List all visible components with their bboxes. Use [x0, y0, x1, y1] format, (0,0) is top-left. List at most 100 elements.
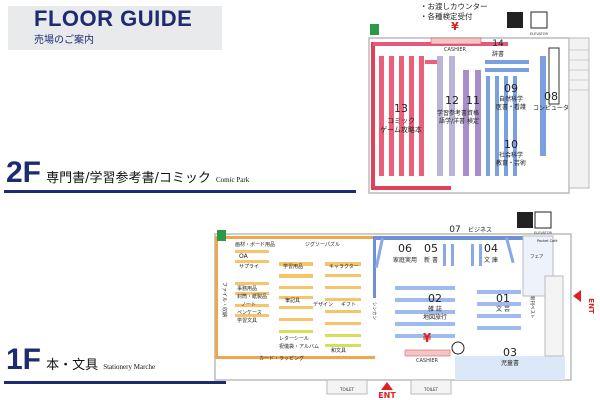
- children-area: [455, 356, 565, 380]
- area-02-num: 02: [428, 292, 442, 305]
- floor2-label-group: 2F 専門書/学習参考書/コミック Comic Park: [6, 156, 249, 190]
- area-09-name1: 自然科学: [499, 95, 523, 103]
- toilet-right: [410, 379, 452, 395]
- toilet-label-left: TOILET: [339, 387, 355, 392]
- floor1-label-group: 1F 本・文具 Stationery Marche: [6, 343, 155, 377]
- area-09-num: 09: [504, 82, 518, 95]
- floor1-area-labels: 07 ビジネス 06 家庭実用 05 新 書 04 文 庫 02 雑 誌 地図旅…: [393, 225, 519, 367]
- yen-icon-1f: ¥: [423, 331, 432, 345]
- area-04-num: 04: [484, 242, 498, 255]
- area-11-name1: 資格: [467, 109, 479, 117]
- stationery-album: 祝儀袋・アルバム: [279, 343, 319, 350]
- emergency-exit-icon: [370, 24, 379, 35]
- stationery-labels: 画材・ボード用品 ジグソーパズル OA サプライ 学習用品 キャラクター 事務用…: [221, 241, 359, 362]
- floor1-underline: [4, 381, 226, 384]
- book-shelves-top: [374, 237, 515, 268]
- pocket-cafe-label: Pocket Café: [537, 239, 558, 243]
- stationery-study: 学習用品: [283, 263, 303, 270]
- science-shelves: [486, 76, 517, 176]
- stationery-file: ファイル・収納: [221, 282, 228, 317]
- floor2-stairs: [568, 37, 590, 189]
- floor2-area-labels: 13 コミック ゲーム攻略本 12 学習参考書 語学/洋書 11 資格 検定 0…: [380, 39, 569, 167]
- stairs-1f: [544, 275, 564, 357]
- area-09-name2: 医書・看護: [496, 103, 526, 111]
- elevator-label-2f: ELEVATOR: [530, 32, 549, 36]
- restroom-icon: [507, 12, 523, 28]
- note-1: ・お渡しカウンター: [420, 1, 488, 11]
- comic-wall-shelf: [371, 42, 375, 190]
- area-05-name1: 新 書: [424, 256, 438, 264]
- stationery-envelope: 封筒・紙製品: [237, 293, 267, 300]
- comic-shelves: [379, 56, 424, 176]
- stationery-bottom-shelf: [215, 356, 375, 359]
- cashier-label-2f: CASHIER: [444, 47, 466, 53]
- area-10-name1: 社会科学: [499, 151, 523, 159]
- floor1-english: Stationery Marche: [103, 363, 156, 371]
- floor2-map: ¥ CASHIER ・お渡しカウンター ・各種検定受付 ELEVATOR 13 …: [368, 1, 590, 194]
- floor2-description: 専門書/学習参考書/コミック: [46, 171, 211, 186]
- floor1-map: ¥ CASHIER ELEVATOR TOILET TOILET ENT ENT…: [214, 211, 595, 400]
- entrance-arrow-right: [573, 290, 581, 302]
- restroom-icon-1f: [517, 212, 533, 228]
- computer-shelf: [540, 56, 546, 156]
- floor2-english: Comic Park: [215, 176, 250, 184]
- stationery-pencase: ペンケース: [237, 309, 262, 316]
- cashier-1f: [404, 349, 451, 357]
- info-icon: [451, 341, 465, 355]
- area-10-name2: 教育・芸術: [496, 159, 526, 167]
- floor2-underline: [4, 190, 356, 193]
- page-title: FLOOR GUIDE: [34, 6, 193, 31]
- stationery-green-shelves: [279, 330, 361, 347]
- ent-label-bottom: ENT: [378, 391, 396, 400]
- area-08-num: 08: [544, 90, 558, 103]
- page-subtitle: 売場のご案内: [34, 35, 94, 46]
- stationery-character: キャラクター: [329, 263, 359, 270]
- area-12-name1: 学習参考書: [437, 109, 467, 117]
- stationery-design: デザイン: [313, 301, 333, 308]
- comic-cap-1: [425, 60, 437, 64]
- area-12-name2: 語学/洋書: [439, 117, 465, 125]
- newbest-label: 新刊ベスト: [529, 296, 536, 319]
- elevator-label-1f: ELEVATOR: [534, 231, 553, 235]
- cashier-2f: [430, 37, 482, 45]
- stairs-lines: [569, 49, 589, 91]
- area-08-name1: コンピュータ: [533, 104, 569, 112]
- stationery-oa: OA: [239, 253, 249, 260]
- toilet-label-right: TOILET: [423, 387, 439, 392]
- toilet-left: [326, 379, 368, 395]
- license-shelves: [463, 70, 481, 176]
- misc-labels: シンカン フェア 新刊ベスト Pocket Café: [371, 239, 558, 320]
- stationery-supply: サプライ: [239, 264, 259, 270]
- floor1-description: 本・文具: [46, 358, 99, 373]
- area-01-name1: 文 芸: [496, 305, 510, 313]
- stationery-notebook: ノート: [241, 302, 256, 308]
- science-top-shelf-2: [485, 68, 529, 72]
- stationery-left-shelf: [215, 238, 218, 358]
- study-shelves: [437, 56, 455, 176]
- area-13-num: 13: [394, 102, 408, 115]
- magazine-shelves: [395, 286, 521, 338]
- comic-bottom-shelf: [371, 186, 451, 190]
- stationery-art: 画材・ボード用品: [235, 241, 275, 248]
- area-03-num: 03: [503, 346, 517, 359]
- stationery-shelves: [235, 250, 361, 325]
- area-02-name2: 地図旅行: [423, 313, 447, 321]
- stationery-japanese: 和文具: [331, 347, 346, 354]
- area-01-num: 01: [496, 292, 510, 305]
- area-02-name1: 雑 誌: [428, 305, 442, 313]
- title-background: [8, 6, 222, 50]
- stationery-puzzle: ジグソーパズル: [305, 241, 340, 248]
- yen-icon-2f: ¥: [451, 20, 459, 33]
- fair-label: フェア: [530, 254, 544, 260]
- emergency-exit-icon-1f: [217, 230, 226, 241]
- stationery-top-shelf: [215, 236, 375, 239]
- entrance-arrow-bottom: [381, 382, 393, 390]
- blue-left-wall: [373, 236, 376, 298]
- area-13-name2: ゲーム攻略本: [380, 125, 422, 134]
- area-07-name1: ビジネス: [468, 226, 492, 234]
- area-12-num: 12: [445, 94, 459, 107]
- elevator-icon-1f: [534, 211, 552, 229]
- area-14-num: 14: [492, 39, 504, 49]
- stationery-card: カード・ラッピング: [259, 355, 304, 362]
- elevator-icon: [530, 11, 548, 29]
